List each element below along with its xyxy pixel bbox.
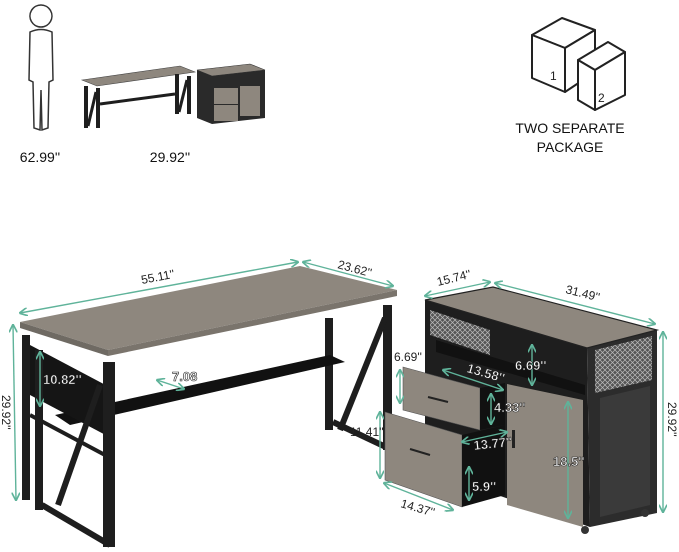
cabinet-width-label: 31.49'' (564, 282, 601, 304)
desk-height-dimension-label: 29.92'' (0, 395, 13, 430)
top-drawer-height-label: 4.33'' (494, 400, 525, 415)
desk-shelf-depth-dimension-line (157, 380, 184, 389)
package-text-line2: PACKAGE (537, 139, 604, 155)
bottom-drawer-depth-label: 13.77'' (473, 434, 513, 453)
desk-height-label: 29.92'' (150, 149, 190, 165)
bottom-drawer-width-label: 14.37'' (399, 496, 436, 519)
desk-shelf-depth-label: 7.08 (172, 369, 197, 384)
bottom-drawer-width-dimension-line (384, 483, 453, 510)
box-number-1: 1 (550, 69, 557, 83)
desk-shelf-height-label: 10.82'' (43, 372, 82, 387)
desk-length-label: 55.11'' (140, 267, 176, 287)
package-boxes-icon (531, 17, 626, 111)
bottom-drawer-depth-dimension-line (462, 432, 507, 442)
cabinet-depth-label: 15.74'' (435, 267, 472, 289)
desk-height-dimension-line (13, 325, 16, 500)
box-number-2: 2 (598, 91, 605, 105)
desk-illustration (20, 266, 397, 548)
bottom-drawer-height-label: 5.9'' (472, 479, 496, 494)
person-silhouette-icon (28, 4, 54, 132)
cabinet-width-dimension-line (495, 283, 655, 324)
desk-depth-dimension-line (303, 262, 393, 286)
desk-thumbnail (80, 65, 197, 128)
person-height-label: 62.99'' (20, 149, 60, 165)
clearance-label: 11.41'' (350, 425, 384, 439)
drawer-front-height-label: 6.69'' (394, 350, 422, 364)
cabinet-thumbnail (196, 63, 266, 124)
door-height-label: 18.5'' (553, 454, 584, 469)
cabinet-height-label: 29.92'' (665, 402, 679, 437)
top-drawer-depth-dimension-line (443, 370, 503, 390)
desk-length-dimension-line (20, 262, 298, 313)
package-text-line1: TWO SEPARATE (515, 120, 624, 136)
cabinet-depth-dimension-line (425, 282, 490, 296)
open-shelf-height-label: 6.69'' (515, 358, 546, 373)
